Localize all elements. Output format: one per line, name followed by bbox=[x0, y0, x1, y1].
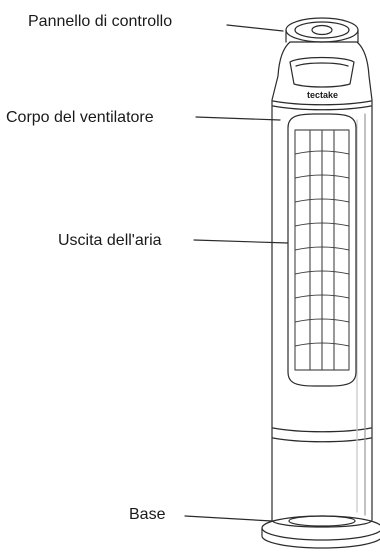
label-air-outlet: Uscita dell'aria bbox=[58, 232, 162, 249]
label-fan-body: Corpo del ventilatore bbox=[6, 109, 154, 126]
air-outlet-grille bbox=[287, 113, 357, 387]
leader-line-air-outlet bbox=[193, 239, 289, 244]
leader-line-fan-body bbox=[195, 116, 281, 121]
control-panel-head bbox=[285, 17, 359, 88]
control-knob-icon bbox=[311, 24, 333, 36]
outlet-louvres bbox=[294, 150, 350, 347]
fan-column bbox=[271, 41, 373, 528]
label-base: Base bbox=[129, 506, 166, 523]
label-control-panel: Pannello di controllo bbox=[28, 13, 173, 30]
fan-base bbox=[261, 515, 380, 549]
brand-logo: tectake bbox=[307, 90, 338, 100]
leader-line-base bbox=[184, 515, 273, 522]
leader-line-control-panel bbox=[226, 24, 284, 32]
